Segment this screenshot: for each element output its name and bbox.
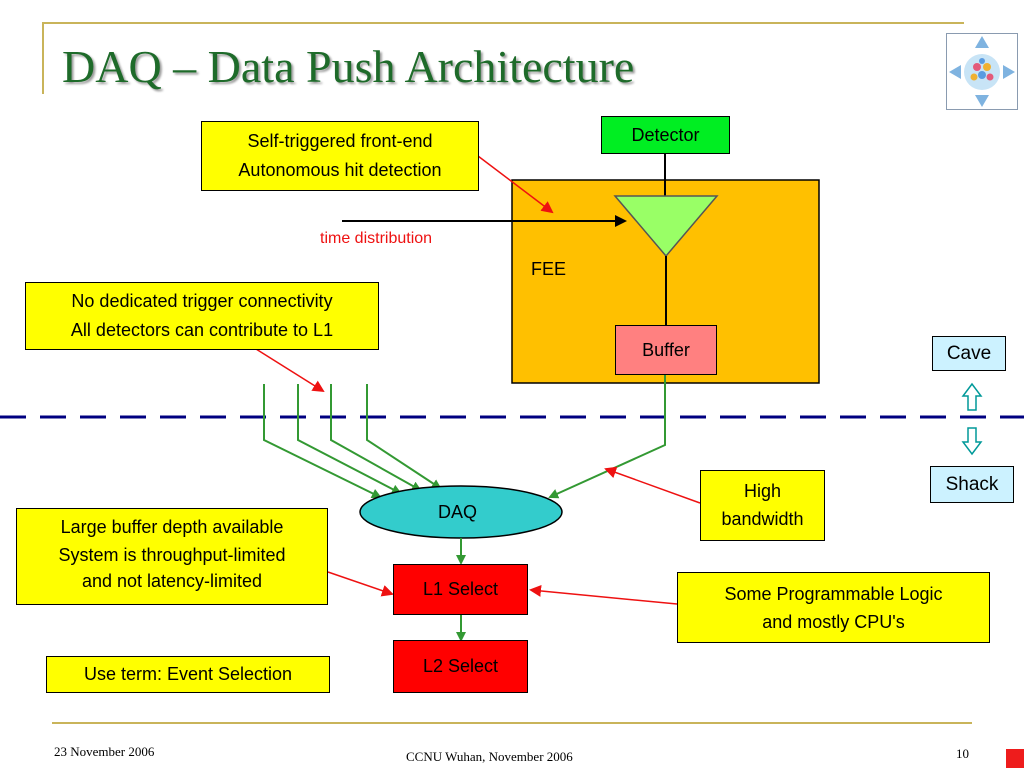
detector-input-1	[263, 384, 382, 498]
cave-up-arrow	[961, 382, 983, 411]
pointer-logic	[529, 584, 678, 605]
callout-front-end: Self-triggered front-end Autonomous hit …	[201, 121, 479, 191]
callout-logic-line-1: Some Programmable Logic	[724, 584, 943, 604]
callout-event-selection-text: Use term: Event Selection	[83, 664, 293, 684]
logo	[946, 33, 1018, 110]
footer-date: 23 November 2006	[54, 744, 155, 759]
footer-page-number: 10	[956, 746, 969, 761]
callout-front-end-line-2: Autonomous hit detection	[238, 160, 442, 180]
l1-select-box: L1 Select	[393, 564, 528, 615]
pointer-trigger	[255, 348, 325, 393]
callout-logic: Some Programmable Logic and mostly CPU's	[677, 572, 990, 643]
callout-trigger: No dedicated trigger connectivity All de…	[25, 282, 379, 350]
time-distribution-label: time distribution	[320, 230, 433, 247]
pointer-bandwidth	[604, 466, 701, 504]
callout-trigger-line-1: No dedicated trigger connectivity	[71, 291, 333, 311]
callout-front-end-line-1: Self-triggered front-end	[247, 131, 433, 151]
callout-bandwidth: High bandwidth	[700, 470, 825, 541]
buffer-box: Buffer	[615, 325, 717, 375]
shack-down-arrow	[961, 427, 983, 456]
callout-bandwidth-line-1: High	[743, 481, 782, 501]
frame-left-rule	[42, 22, 44, 94]
discriminator-triangle	[613, 195, 719, 258]
cave-box: Cave	[932, 336, 1006, 371]
callout-buffer-depth-line-1: Large buffer depth available	[60, 517, 284, 537]
detector-box: Detector	[601, 116, 730, 154]
daq-label: DAQ	[438, 502, 478, 522]
l1-select-label: L1 Select	[422, 579, 499, 599]
l2-select-box: L2 Select	[393, 640, 528, 693]
l2-select-label: L2 Select	[422, 656, 499, 676]
callout-buffer-depth-line-3: and not latency-limited	[81, 571, 263, 591]
cave-label: Cave	[946, 343, 992, 364]
shack-box: Shack	[930, 466, 1014, 503]
corner-square	[1006, 749, 1024, 768]
detector-input-2	[297, 384, 402, 494]
buffer-daq-link	[548, 375, 666, 499]
buffer-label: Buffer	[642, 340, 690, 360]
footer-rule	[52, 722, 972, 724]
callout-trigger-line-2: All detectors can contribute to L1	[70, 320, 334, 340]
callout-buffer-depth: Large buffer depth available System is t…	[16, 508, 328, 605]
shack-label: Shack	[945, 474, 999, 495]
pointer-buffer-depth	[327, 571, 394, 597]
callout-buffer-depth-line-2: System is throughput-limited	[58, 545, 286, 565]
fee-label: FEE	[531, 259, 567, 279]
slide-title: DAQ – Data Push Architecture	[62, 41, 635, 92]
frame-top-rule	[42, 22, 964, 24]
callout-logic-line-2: and mostly CPU's	[762, 612, 905, 632]
detector-input-3	[330, 384, 422, 491]
pointer-front-end	[477, 155, 554, 214]
footer-venue: CCNU Wuhan, November 2006	[406, 749, 573, 764]
callout-event-selection: Use term: Event Selection	[46, 656, 330, 693]
logo-graphic	[949, 36, 1015, 107]
detector-input-4	[366, 384, 442, 490]
detector-label: Detector	[631, 125, 700, 145]
callout-bandwidth-line-2: bandwidth	[721, 509, 804, 529]
